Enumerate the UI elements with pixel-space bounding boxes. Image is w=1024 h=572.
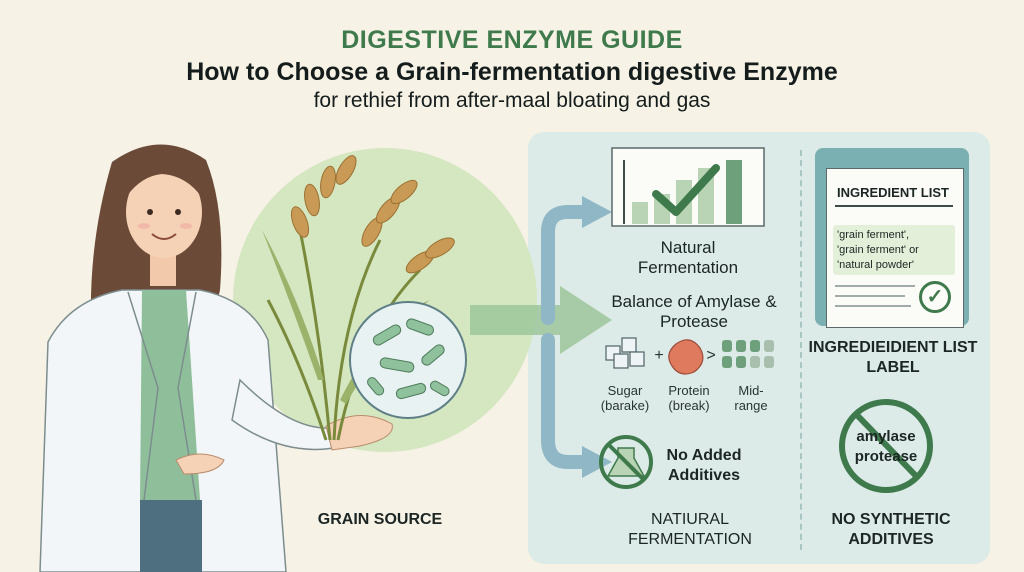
green-shirt xyxy=(140,290,200,500)
guide-subtitle: How to Choose a Grain-fermentation diges… xyxy=(186,58,838,86)
guide-title: DIGESTIVE ENZYME GUIDE xyxy=(341,26,683,54)
arrow-head-bottom xyxy=(582,446,612,478)
guide-subtitle-line2: for rethief from after-maal bloating and… xyxy=(313,89,711,112)
ingredient-list-title: INGREDIENT LIST xyxy=(837,185,949,200)
face xyxy=(126,166,202,258)
sugar-label: Sugar (barake) xyxy=(600,383,650,413)
trousers xyxy=(140,500,202,572)
grain-heads xyxy=(290,155,455,274)
chart-card-icon xyxy=(611,147,765,227)
mid-range-icon xyxy=(722,340,774,368)
flow-arrow xyxy=(470,286,612,354)
protein-icon xyxy=(668,339,704,375)
natural-fermentation-label: Natural Fermentation xyxy=(637,238,739,277)
scientist-figure xyxy=(39,144,393,572)
microbe-circle xyxy=(349,301,467,419)
balance-label: Balance of Amylase & Protease xyxy=(611,292,777,331)
branch-arrows xyxy=(541,205,595,469)
hair-top xyxy=(124,151,207,204)
arrow-head-top xyxy=(582,196,612,228)
protein-label: Protein (break) xyxy=(668,383,710,413)
grain-source-label: GRAIN SOURCE xyxy=(317,511,443,528)
ingredient-list-paper: INGREDIENT LIST 'grain ferment', 'grain … xyxy=(826,168,964,328)
sugar-cubes-icon xyxy=(605,337,645,369)
no-synthetic-label: NO SYNTHETIC ADDITIVES xyxy=(831,511,951,548)
no-additives-label: No Added Additives xyxy=(666,447,742,484)
lower-hand xyxy=(175,453,225,475)
no-additives-icon xyxy=(599,435,653,489)
ingredient-list-label: INGREDIEIDIENT LIST LABEL xyxy=(808,339,978,376)
ingredient-line: 'natural powder' xyxy=(837,259,914,271)
ingredient-line: 'grain ferment', xyxy=(837,229,910,241)
panel-divider xyxy=(800,150,802,550)
no-synthetic-stamp-icon xyxy=(839,399,933,493)
grain-leaves xyxy=(262,230,430,404)
plus-symbol: + xyxy=(654,347,664,364)
stamp-word-protease: protease xyxy=(854,448,918,465)
stamp-word-amylase: amylase xyxy=(856,428,916,445)
natural-fermentation-bottom-label: NATIURAL FERMENTATION xyxy=(628,511,752,548)
ingredient-line: 'grain ferment' or xyxy=(837,244,919,256)
greater-symbol: > xyxy=(706,347,716,364)
checkmark-icon xyxy=(652,164,720,216)
ingredient-highlight xyxy=(833,225,955,275)
midrange-label: Mid- range xyxy=(734,383,768,413)
ingredient-check-icon: ✓ xyxy=(919,281,951,313)
